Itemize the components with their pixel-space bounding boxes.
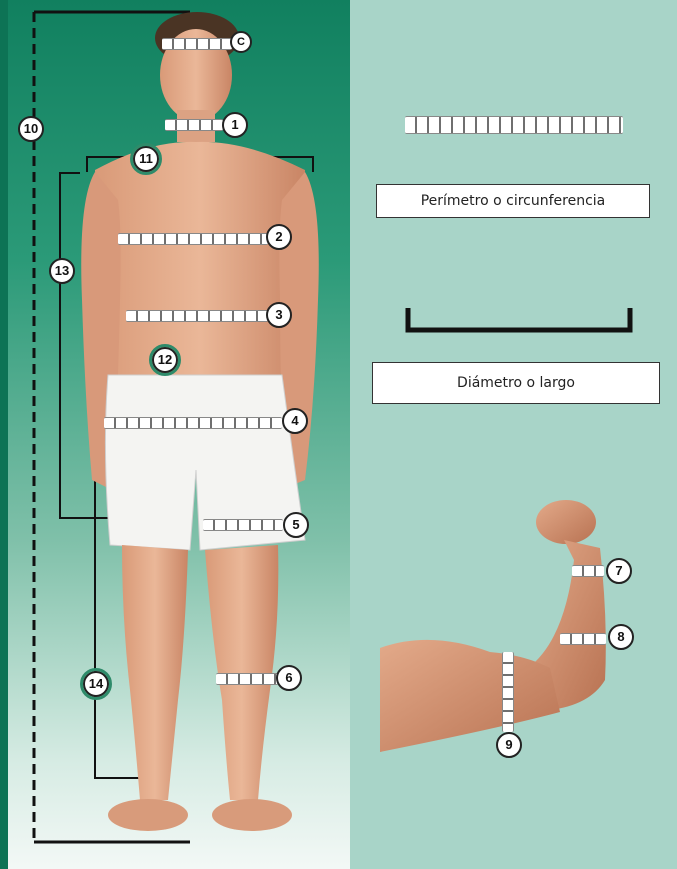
calf-tape bbox=[216, 673, 278, 685]
marker-9: 9 bbox=[496, 732, 522, 758]
marker-10: 10 bbox=[18, 116, 44, 142]
marker-1: 1 bbox=[222, 112, 248, 138]
marker-12: 12 bbox=[152, 347, 178, 373]
marker-6: 6 bbox=[276, 665, 302, 691]
marker-4: 4 bbox=[282, 408, 308, 434]
marker-5: 5 bbox=[283, 512, 309, 538]
marker-c: C bbox=[230, 31, 252, 53]
marker-7: 7 bbox=[606, 558, 632, 584]
hip-tape bbox=[104, 417, 282, 429]
waist-tape bbox=[126, 310, 268, 322]
marker-11: 11 bbox=[133, 146, 159, 172]
marker-3: 3 bbox=[266, 302, 292, 328]
legend-panel: Perímetro o circunferencia Diámetro o la… bbox=[350, 0, 677, 869]
neck-tape bbox=[165, 119, 223, 131]
wrist-tape bbox=[572, 565, 604, 577]
marker-14: 14 bbox=[83, 671, 109, 697]
head-tape bbox=[162, 38, 232, 50]
marker-8: 8 bbox=[608, 624, 634, 650]
marker-13: 13 bbox=[49, 258, 75, 284]
forearm-tape bbox=[560, 633, 606, 645]
chest-tape bbox=[118, 233, 268, 245]
bicep-tape bbox=[502, 652, 514, 732]
thigh-tape bbox=[203, 519, 283, 531]
marker-2: 2 bbox=[266, 224, 292, 250]
body-figure-panel: C 1 2 3 4 5 6 10 11 12 13 14 bbox=[0, 0, 350, 869]
